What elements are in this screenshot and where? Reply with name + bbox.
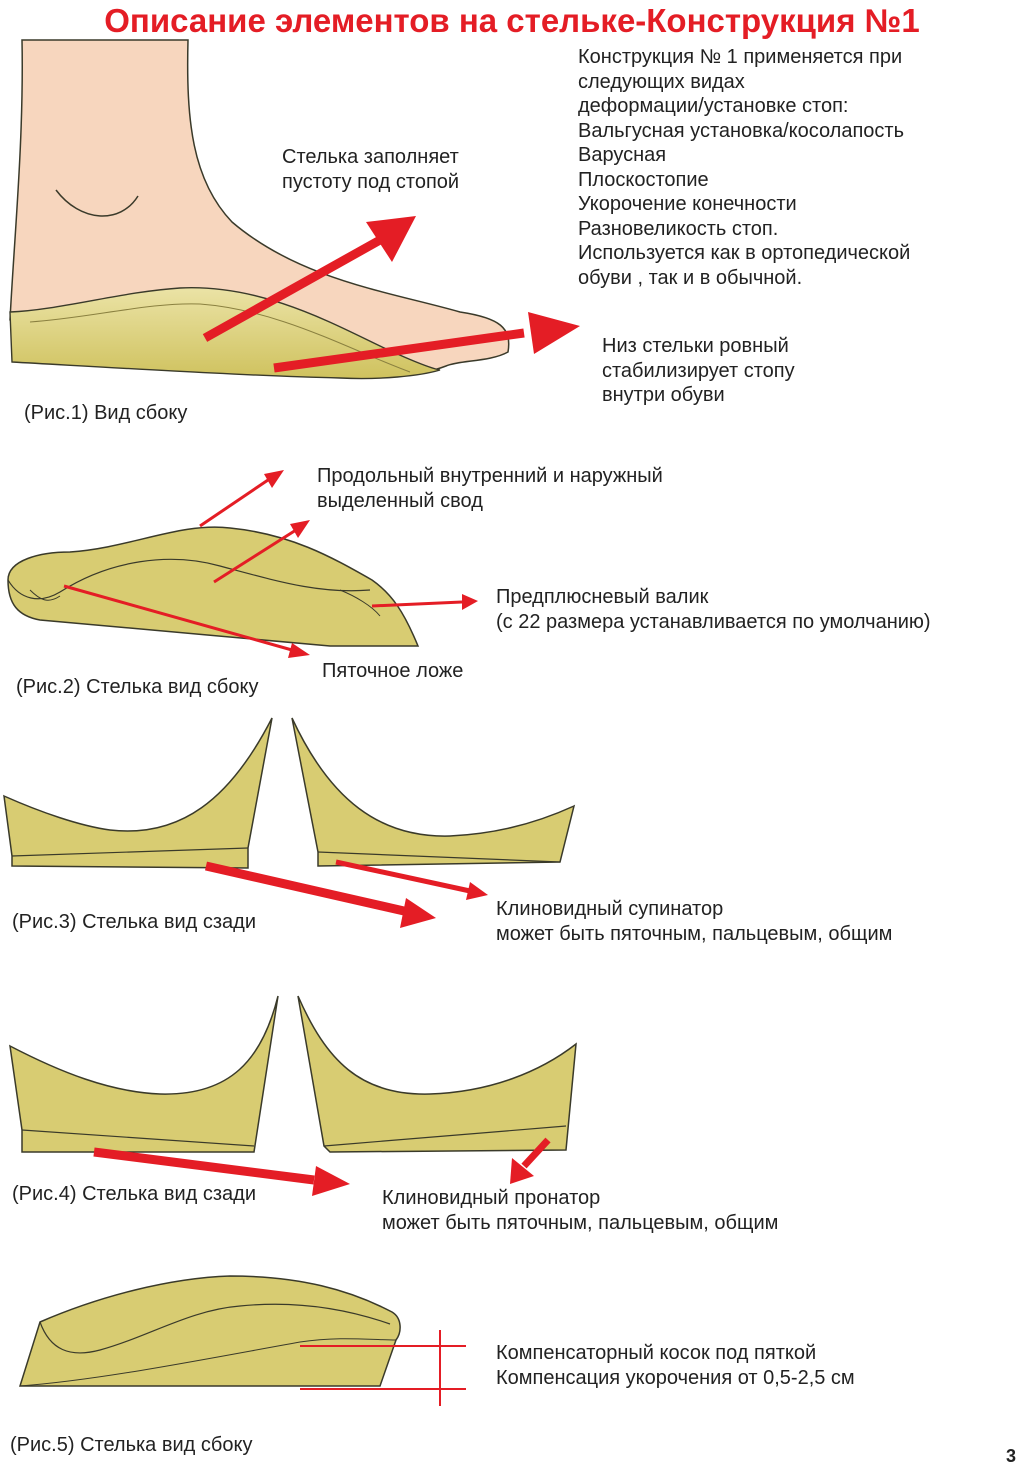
fig2-arrows <box>63 470 478 658</box>
fig3-insole-illustration <box>3 717 576 869</box>
page-number: 3 <box>1005 1446 1016 1466</box>
fig1-caption: (Рис.1) Вид сбоку <box>24 402 188 424</box>
fig1-callout-flat: Низ стельки ровный стабилизирует стопу в… <box>602 334 795 408</box>
fig2-callout-pad: Предплюсневый валик (с 22 размера устана… <box>496 585 931 634</box>
fig5-insole-illustration <box>18 1275 401 1387</box>
fig4-caption: (Рис.4) Стелька вид сзади <box>12 1183 257 1205</box>
fig1-ankle-crease <box>55 189 139 217</box>
callout-line: Продольный внутренний и наружный <box>317 465 663 487</box>
intro-line: Разновеликость стоп. <box>578 217 779 240</box>
intro-text: Конструкция № 1 применяется при следующи… <box>578 45 910 290</box>
callout-line: Предплюсневый валик <box>496 586 709 608</box>
intro-line: деформации/установке стоп: <box>578 95 849 117</box>
callout-line: Стелька заполняет <box>282 146 459 168</box>
fig1-insole-inner-line <box>29 303 411 373</box>
callout-line: стабилизирует стопу <box>602 359 795 382</box>
fig5-caption: (Рис.5) Стелька вид сбоку <box>10 1434 253 1456</box>
intro-line: обуви , так и в обычной. <box>578 266 803 289</box>
fig3-callout: Клиновидный супинатор может быть пяточны… <box>496 897 892 946</box>
callout-line: пустоту под стопой <box>282 170 460 193</box>
fig1-foot-illustration <box>9 39 510 380</box>
page-title: Описание элементов на стельке-Конструкци… <box>104 2 920 39</box>
intro-line: Плоскостопие <box>578 168 709 191</box>
fig5-callout: Компенсаторный косок под пяткой Компенса… <box>496 1341 855 1390</box>
intro-line: Используется как в ортопедической <box>578 242 911 264</box>
fig2-callout-heel: Пяточное ложе <box>322 660 464 682</box>
callout-line: Клиновидный пронатор <box>382 1187 601 1209</box>
fig2-callout-arch: Продольный внутренний и наружный выделен… <box>317 464 663 513</box>
callout-line: Клиновидный супинатор <box>496 898 724 920</box>
callout-line: Низ стельки ровный <box>602 335 789 357</box>
fig3-arrows <box>205 859 488 928</box>
intro-line: Вальгусная установка/косолапость <box>578 119 905 142</box>
intro-line: Варусная <box>578 144 667 166</box>
fig2-caption: (Рис.2) Стелька вид сбоку <box>16 676 259 698</box>
fig4-callout: Клиновидный пронатор может быть пяточным… <box>382 1186 778 1235</box>
callout-line: внутри обуви <box>602 384 725 406</box>
callout-line: может быть пяточным, пальцевым, общим <box>382 1211 779 1234</box>
callout-line: Компенсаторный косок под пяткой <box>496 1342 817 1364</box>
fig1-arrows <box>202 216 580 373</box>
callout-line: выделенный свод <box>317 489 483 512</box>
callout-line: Компенсация укорочения от 0,5-2,5 см <box>496 1366 855 1389</box>
fig2-insole-illustration <box>7 526 420 647</box>
fig4-arrows <box>93 1137 551 1196</box>
intro-line: Укорочение конечности <box>578 193 797 215</box>
callout-line: может быть пяточным, пальцевым, общим <box>496 922 893 945</box>
callout-line: (с 22 размера устанавливается по умолчан… <box>496 610 931 633</box>
fig4-insole-illustration <box>9 995 577 1153</box>
intro-line: следующих видах <box>578 70 745 93</box>
intro-line: Конструкция № 1 применяется при <box>578 46 903 68</box>
fig1-callout-fill: Стелька заполняет пустоту под стопой <box>282 145 459 194</box>
fig3-caption: (Рис.3) Стелька вид сзади <box>12 911 257 933</box>
fig5-measure-lines <box>300 1330 466 1406</box>
